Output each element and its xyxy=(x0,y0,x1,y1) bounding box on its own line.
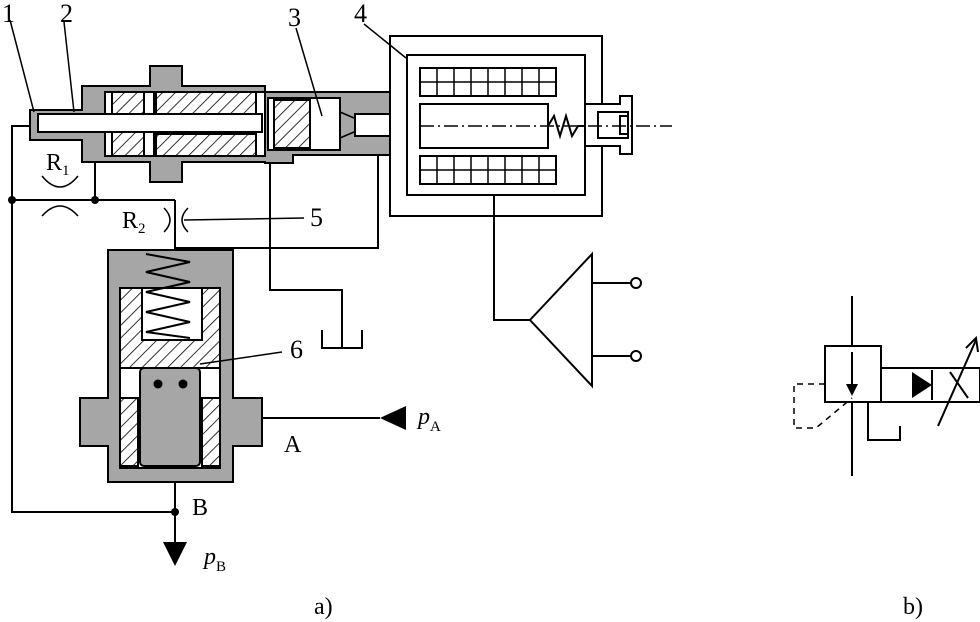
junction-dot xyxy=(171,508,179,516)
pb-arrow-icon xyxy=(163,542,187,566)
main-valve xyxy=(79,249,263,483)
amplifier xyxy=(493,196,642,389)
label-3: 3 xyxy=(288,3,301,32)
leader-lines xyxy=(9,19,407,365)
label-port-b: B xyxy=(192,495,208,521)
orifice-r1 xyxy=(41,175,79,217)
label-r2: R2 xyxy=(122,208,146,237)
label-pb: pB xyxy=(202,544,226,575)
hydraulic-lines xyxy=(11,125,380,548)
label-6: 6 xyxy=(290,335,303,364)
figure-b-symbol: b) xyxy=(793,296,980,620)
solenoid-actuator xyxy=(389,35,672,217)
label-5: 5 xyxy=(310,203,323,232)
pilot-valve-housing xyxy=(29,65,421,183)
figure-a: 1 2 3 4 5 6 R1 R2 A B pA pB a) xyxy=(2,0,672,620)
pa-arrow-icon xyxy=(380,406,406,430)
label-2: 2 xyxy=(60,0,73,28)
label-1: 1 xyxy=(2,0,15,28)
label-pa: pA xyxy=(416,404,441,435)
label-port-a: A xyxy=(284,432,302,458)
label-4: 4 xyxy=(354,0,367,28)
junction-dot xyxy=(91,196,99,204)
orifice-r2 xyxy=(163,207,189,233)
junction-dot xyxy=(8,196,16,204)
label-r1: R1 xyxy=(46,150,70,179)
caption-a: a) xyxy=(314,594,333,620)
caption-b: b) xyxy=(903,594,923,620)
